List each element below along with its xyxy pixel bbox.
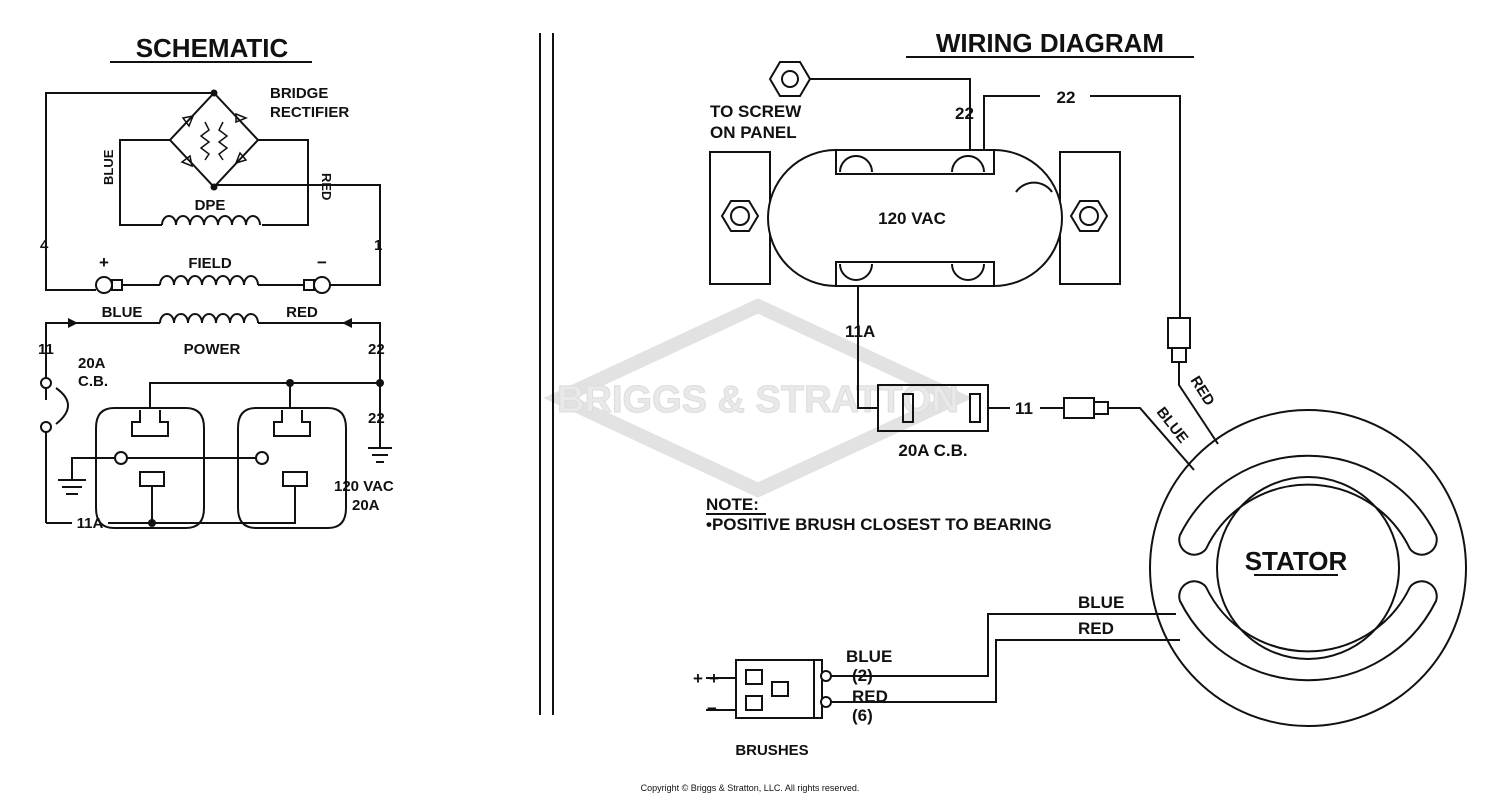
schematic-title: SCHEMATIC bbox=[136, 33, 289, 63]
minus-label: − bbox=[317, 253, 327, 272]
to-screw-label-2: ON PANEL bbox=[710, 123, 797, 142]
receptacle-120vac bbox=[709, 149, 1121, 287]
wire-11a-label: 11A bbox=[77, 515, 104, 532]
to-screw-label-1: TO SCREW bbox=[710, 102, 802, 121]
brush-plus: + bbox=[693, 669, 703, 688]
wiring-title: WIRING DIAGRAM bbox=[936, 28, 1164, 58]
brush-minus: − bbox=[707, 699, 717, 718]
blue-wire-label: BLUE bbox=[1153, 404, 1192, 447]
cb-label-2: C.B. bbox=[78, 373, 108, 390]
field-plus-brush bbox=[95, 276, 113, 294]
wire-4 bbox=[45, 92, 214, 291]
cb-terminal-top bbox=[40, 377, 52, 389]
stator bbox=[1149, 409, 1467, 727]
cb-label: 20A C.B. bbox=[898, 441, 967, 460]
brush-plus-2: + bbox=[709, 669, 719, 688]
wire-22-bottom-label: 22 bbox=[368, 410, 385, 427]
brush-red-num: (6) bbox=[852, 706, 873, 725]
panel-screw-nut bbox=[768, 61, 812, 97]
brush-red-label: RED bbox=[852, 687, 888, 706]
blue-wire-to-stator bbox=[1108, 407, 1195, 471]
outlet-label-2: 20A bbox=[352, 497, 380, 514]
note-text: •POSITIVE BRUSH CLOSEST TO BEARING bbox=[706, 515, 1052, 534]
power-coil bbox=[159, 313, 259, 324]
ground-wire bbox=[71, 457, 115, 480]
dpe-blue-wire bbox=[119, 139, 170, 226]
field-coil bbox=[159, 275, 259, 286]
cb-label-1: 20A bbox=[78, 355, 106, 372]
field-minus-brush bbox=[313, 276, 331, 294]
wire-22-to-screw bbox=[810, 78, 971, 150]
brush-assembly bbox=[706, 659, 870, 719]
blue-connector bbox=[1063, 397, 1109, 419]
wire-11a bbox=[857, 286, 878, 409]
power-label: POWER bbox=[184, 341, 241, 358]
plus-label: + bbox=[99, 253, 109, 272]
wire-11-label-right: 11 bbox=[1015, 399, 1033, 418]
wire-11a-bus bbox=[108, 486, 296, 524]
wire-22-right bbox=[983, 95, 1040, 150]
note-title: NOTE: bbox=[706, 495, 759, 514]
bridge-label-1: BRIDGE bbox=[270, 85, 328, 102]
copyright-text: Copyright © Briggs & Stratton, LLC. All … bbox=[641, 783, 860, 793]
bridge-label-2: RECTIFIER bbox=[270, 104, 349, 121]
stator-label: STATOR bbox=[1245, 546, 1348, 576]
brush-blue-label: BLUE bbox=[846, 647, 892, 666]
red-connector bbox=[1167, 317, 1191, 363]
outlet-left bbox=[95, 407, 205, 529]
wire-1-label: 1 bbox=[374, 237, 382, 254]
stator-red-wire bbox=[870, 639, 1180, 703]
dpe-coil bbox=[161, 215, 261, 226]
stator-red-label: RED bbox=[1078, 619, 1114, 638]
ground-symbol-left bbox=[58, 479, 86, 495]
outlet-label-1: 120 VAC bbox=[334, 478, 394, 495]
stator-blue-label: BLUE bbox=[1078, 593, 1124, 612]
cb-terminal-bottom bbox=[40, 421, 52, 433]
brushes-label: BRUSHES bbox=[735, 742, 808, 759]
ground-symbol-right bbox=[368, 447, 392, 463]
power-red-label: RED bbox=[286, 304, 318, 321]
dpe-red-wire bbox=[258, 139, 309, 226]
dpe-label: DPE bbox=[195, 197, 226, 214]
brand-watermark: BRIGGS & STRATTON bbox=[543, 298, 973, 498]
stator-blue-wire bbox=[870, 613, 1176, 677]
outlet-right bbox=[237, 407, 347, 529]
power-blue-label: BLUE bbox=[102, 304, 143, 321]
wire-22-down bbox=[1090, 95, 1181, 318]
wire-22-b-label: 22 bbox=[1057, 88, 1076, 107]
power-blue-wire bbox=[45, 322, 160, 400]
power-red-wire bbox=[258, 322, 381, 383]
red-wire-to-stator bbox=[1178, 362, 1219, 445]
wire-22-bus bbox=[149, 382, 380, 408]
wire-22-a-label: 22 bbox=[955, 104, 974, 123]
blue-vertical-label: BLUE bbox=[101, 149, 116, 185]
wire-11a-label-right: 11A bbox=[845, 322, 875, 341]
wire-4-label: 4 bbox=[40, 237, 49, 254]
red-vertical-label: RED bbox=[319, 173, 334, 200]
cb-arc bbox=[55, 387, 69, 425]
wire-11-label: 11 bbox=[38, 341, 54, 358]
wire-1 bbox=[213, 184, 381, 286]
receptacle-label: 120 VAC bbox=[878, 209, 946, 228]
field-label: FIELD bbox=[188, 255, 231, 272]
bridge-rectifier bbox=[168, 89, 260, 191]
wire-22-top-label: 22 bbox=[368, 341, 385, 358]
